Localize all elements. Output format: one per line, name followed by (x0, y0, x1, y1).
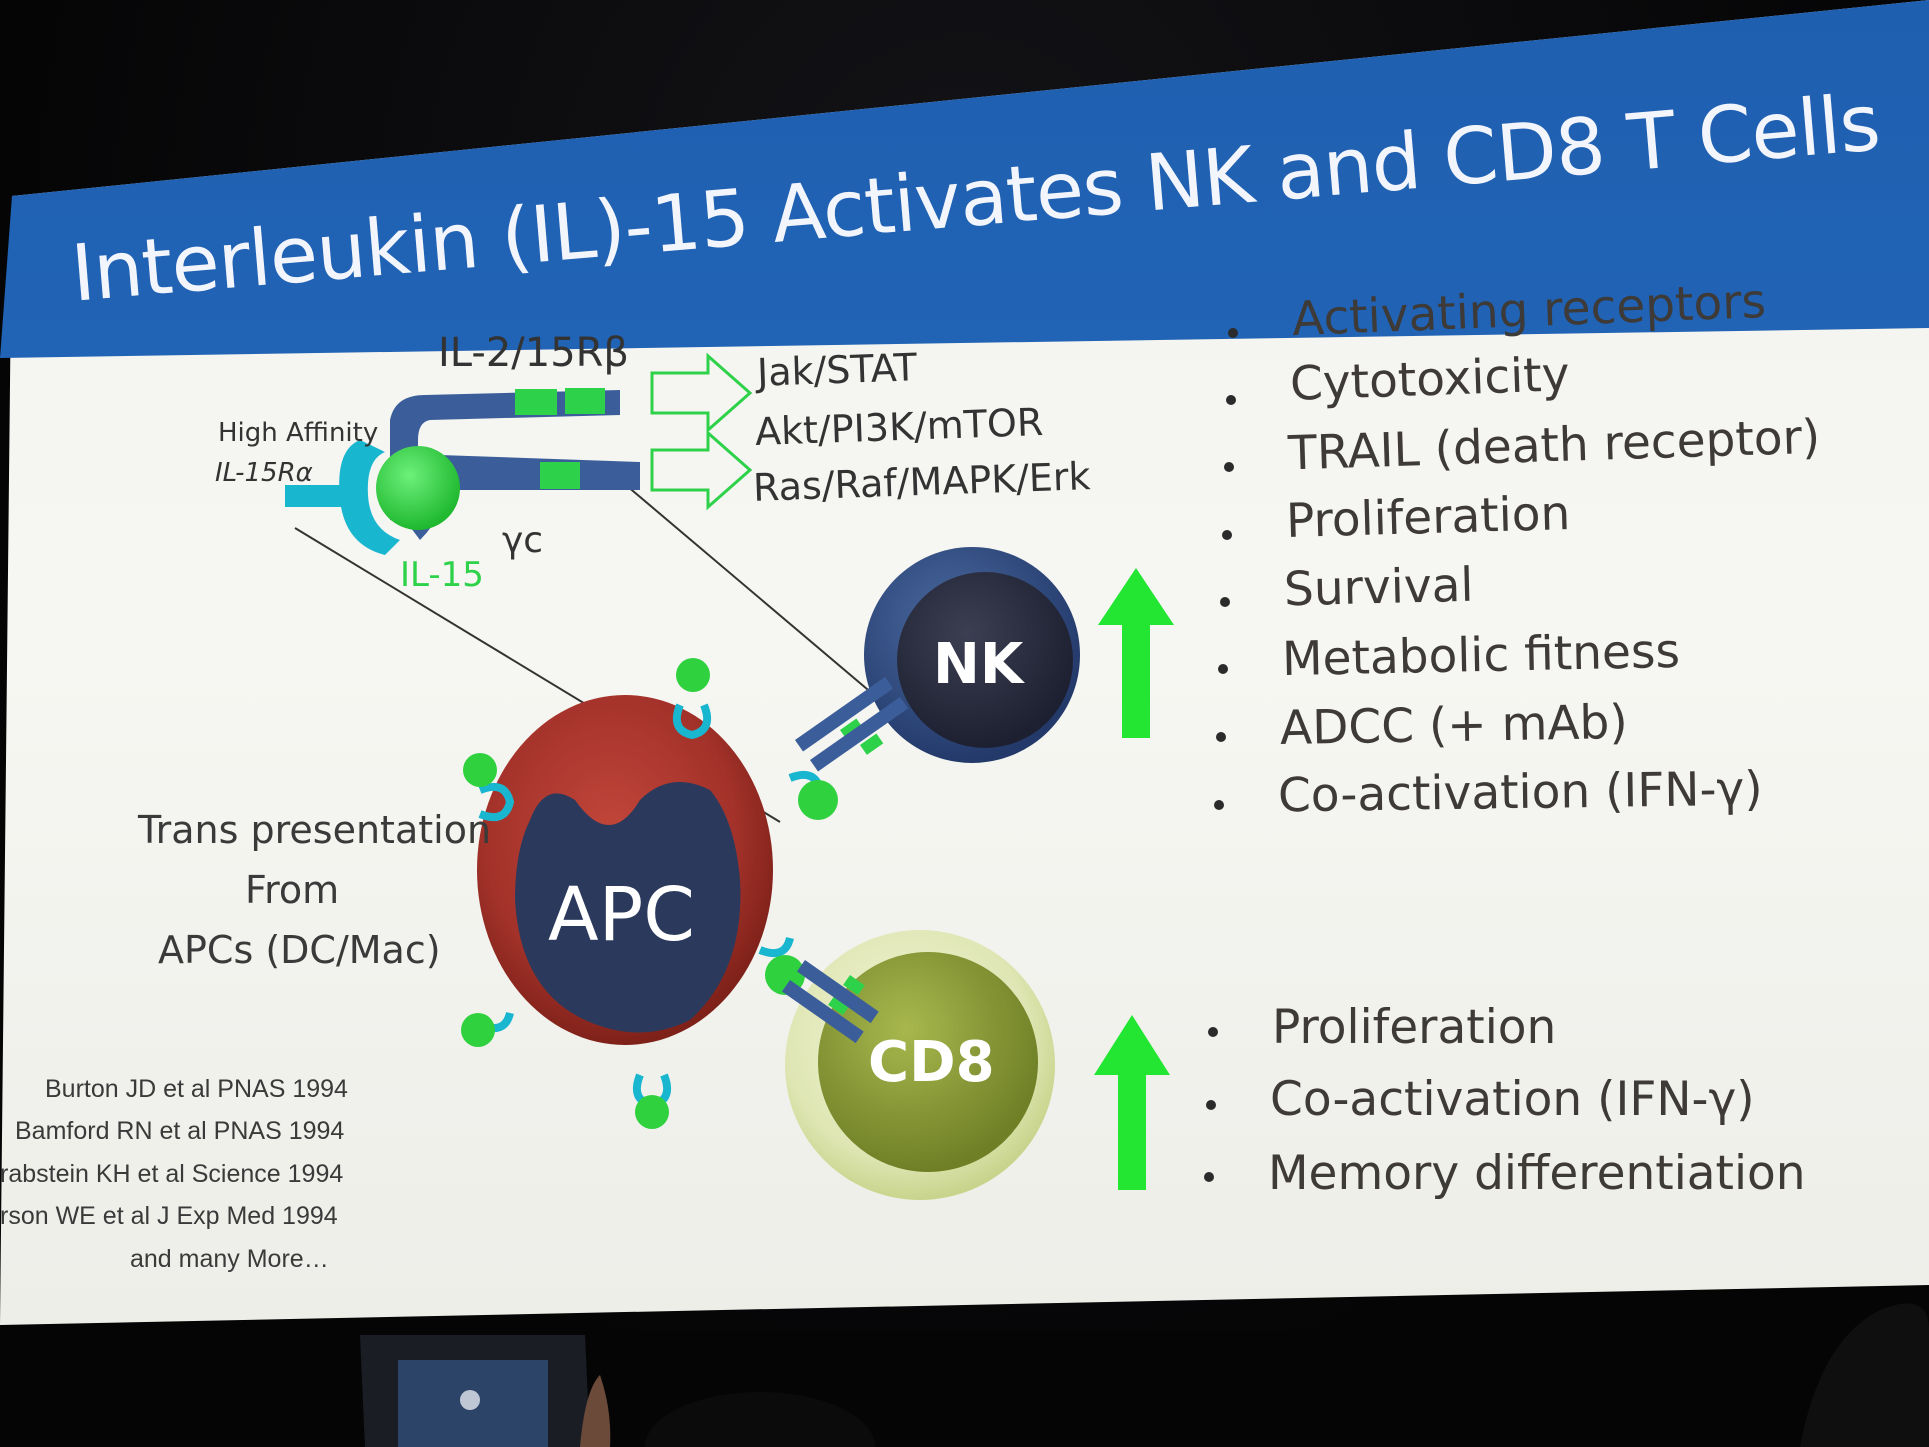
trans-presentation-line3: APCs (DC/Mac) (158, 928, 441, 972)
cd8-effect-item: Co-activation (IFN-γ) (1270, 1072, 1755, 1127)
apc-label: APC (548, 872, 695, 958)
nk-effect-item: Survival (1283, 557, 1475, 618)
cd8-cell (785, 930, 1055, 1200)
nk-effect-item: Proliferation (1285, 486, 1572, 549)
receptor-alpha-label-line1: High Affinity (218, 418, 379, 448)
reference-item: Bamford RN et al PNAS 1994 (15, 1117, 345, 1145)
cd8-effect-item: Proliferation (1272, 1000, 1557, 1055)
nk-effect-item: Cytotoxicity (1289, 347, 1571, 412)
cd8-label: CD8 (868, 1030, 995, 1095)
gamma-chain-label: γc (502, 520, 544, 561)
nk-effect-item: Co-activation (IFN-γ) (1277, 761, 1763, 824)
pathway-jak-stat: Jak/STAT (756, 345, 918, 395)
nk-label: NK (933, 632, 1024, 697)
apc-cell (477, 695, 773, 1045)
receptor-alpha-label-line2: IL-15Rα (215, 458, 313, 488)
audience-foreground (0, 1303, 1929, 1447)
reference-item: rabstein KH et al Science 1994 (0, 1160, 344, 1188)
reference-item: rson WE et al J Exp Med 1994 (0, 1202, 338, 1230)
receptor-beta-label: IL-2/15Rβ (438, 330, 629, 376)
trans-presentation-line1: Trans presentation (138, 808, 492, 852)
zoom-line (619, 479, 881, 701)
apc-surface-receptors (461, 658, 909, 1129)
cd8-effect-item: Memory differentiation (1268, 1146, 1806, 1201)
upregulation-arrows (1094, 568, 1174, 1190)
reference-item: Burton JD et al PNAS 1994 (45, 1075, 348, 1103)
nk-effect-item: ADCC (+ mAb) (1279, 694, 1629, 757)
il15-label: IL-15 (400, 555, 484, 595)
nk-cell (864, 547, 1080, 763)
signal-arrows (650, 352, 753, 511)
nk-effect-item: Metabolic fitness (1281, 623, 1681, 688)
trans-presentation-line2: From (245, 868, 340, 912)
receptor-complex (285, 388, 640, 555)
reference-item: and many More… (130, 1245, 329, 1273)
